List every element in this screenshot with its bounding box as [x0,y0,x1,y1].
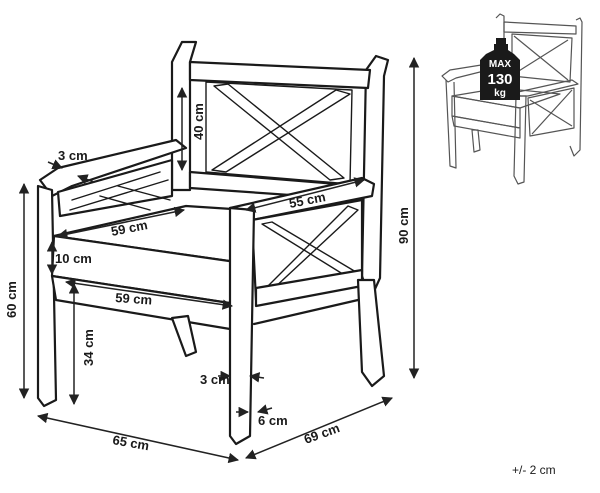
label-cushion-height: 10 cm [55,251,92,266]
chair-drawing [36,40,390,446]
dim-armrest-a [47,159,63,170]
dim-total-depth [245,396,393,460]
label-total-width: 65 cm [111,432,150,453]
tolerance-note: +/- 2 cm [512,463,556,477]
weight-icon [480,44,520,100]
badge-max: MAX [489,59,512,70]
label-leg-width: 3 cm [200,372,230,387]
backrest-cross-b [211,89,351,173]
label-seat-width-top: 55 cm [288,189,327,211]
label-leg-depth: 6 cm [258,413,288,428]
badge-unit: kg [494,88,506,99]
dim-seat-width-top [244,177,366,213]
dimension-labels: 3 cm 40 cm 59 cm 55 cm 10 cm 59 cm 60 cm… [4,103,411,453]
dimension-lines [18,56,420,464]
dim-seat-width-front [64,278,234,310]
label-armrest-thickness: 3 cm [58,148,88,163]
max-weight-badge: MAX 130 kg [480,38,520,100]
badge-value: 130 [487,71,512,88]
label-total-height: 90 cm [396,207,411,244]
left-arm-cross [69,171,171,211]
dim-leg-depth-b [256,404,273,415]
back-left-leg [170,314,198,358]
backrest-top-rail [188,60,372,90]
label-total-depth: 69 cm [302,420,342,447]
label-seat-height: 34 cm [81,329,96,366]
backrest-cross-a [213,83,345,181]
label-arm-height: 60 cm [4,281,19,318]
label-seat-width-front: 59 cm [115,290,153,308]
front-left-leg [36,184,58,408]
weight-icon-handle [496,38,506,46]
back-right-post [360,54,390,302]
dim-armrest-b [77,174,95,185]
dim-leg-width-b [248,372,265,383]
label-backrest-height: 40 cm [191,103,206,140]
back-right-leg [356,278,386,388]
right-bottom-rail [252,298,360,326]
label-seat-depth: 59 cm [110,217,149,239]
dim-total-width [36,412,240,464]
dim-seat-depth [56,206,186,240]
front-right-leg [228,206,256,446]
